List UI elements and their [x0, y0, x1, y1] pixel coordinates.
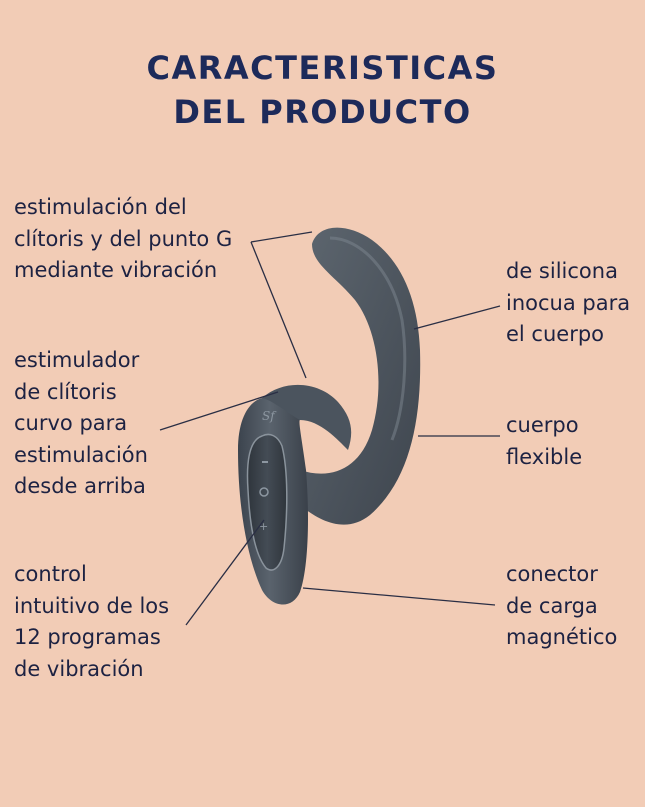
feature-silicone: de silicona inocua para el cuerpo: [506, 259, 631, 346]
feature-flexible: cuerpo flexible: [506, 413, 583, 469]
feature-control: control intuitivo de los 12 programas de…: [14, 562, 170, 681]
feature-clitoral-curve: estimulador de clítoris curvo para estim…: [14, 348, 148, 498]
title-line-2: DEL PRODUCTO: [173, 93, 472, 131]
power-button-icon: [259, 487, 269, 497]
feature-charger: conector de carga magnético: [506, 562, 618, 649]
page-title: CARACTERISTICAS DEL PRODUCTO: [0, 46, 645, 134]
brand-logo: Sf: [262, 409, 277, 423]
flexible-arm: [300, 227, 421, 525]
leader-lines: [159, 231, 501, 626]
feature-stimulation-g: estimulación del clítoris y del punto G …: [14, 195, 233, 282]
curved-clitoral-arm: [258, 384, 352, 450]
control-panel: [246, 433, 288, 571]
plus-button-icon: +: [259, 520, 268, 533]
title-line-1: CARACTERISTICAS: [146, 49, 499, 87]
